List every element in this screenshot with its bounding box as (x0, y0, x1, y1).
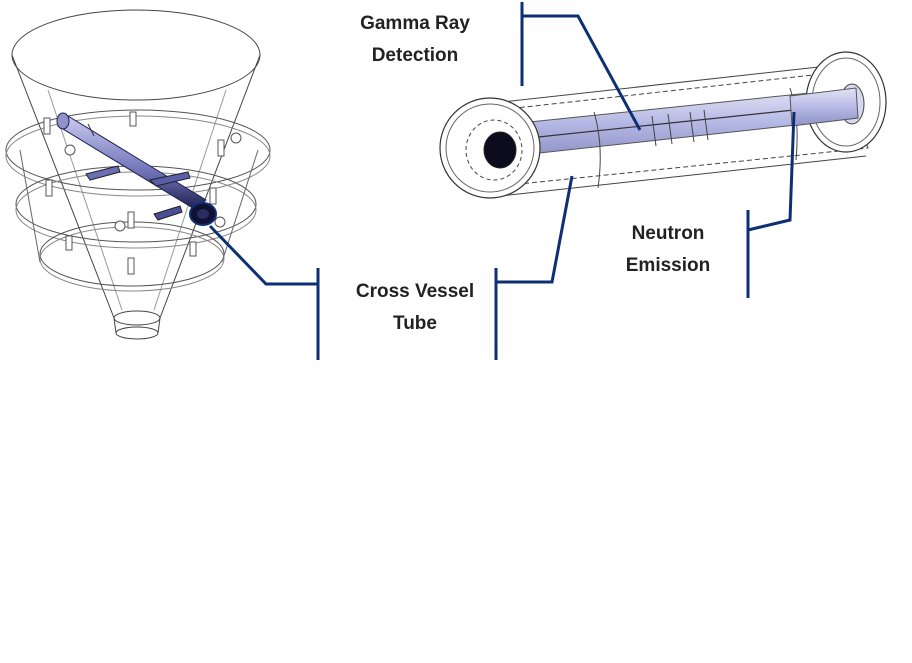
vessel-right-side (159, 54, 261, 319)
vessel-top-rim (11, 9, 261, 101)
left-tube-opening (483, 131, 517, 169)
cross-vessel-tube-line1: Cross Vessel (355, 281, 475, 302)
gamma-ray-detection-line2: Detection (371, 45, 459, 66)
gamma-ray-detection-label: Gamma Ray Detection (340, 8, 490, 72)
tube-assembly (439, 51, 887, 199)
cross-vessel-tube-label: Cross Vessel Tube (340, 276, 490, 340)
neutron-emission-line2: Emission (625, 255, 711, 276)
vessel-cross-tube (56, 112, 217, 226)
gamma-ray-detection-line1: Gamma Ray (360, 13, 470, 34)
support-rings (5, 109, 271, 292)
neutron-emission-line1: Neutron (631, 223, 705, 244)
ring-bolts (43, 111, 242, 275)
callout-lines (208, 2, 796, 360)
vessel-spout-bottom (115, 326, 159, 340)
vessel-spout-top (113, 310, 161, 326)
neutron-emission-label: Neutron Emission (598, 218, 738, 282)
vessel-left-side (11, 54, 115, 319)
cross-vessel-tube-line2: Tube (393, 313, 437, 334)
outer-housing (479, 71, 869, 187)
